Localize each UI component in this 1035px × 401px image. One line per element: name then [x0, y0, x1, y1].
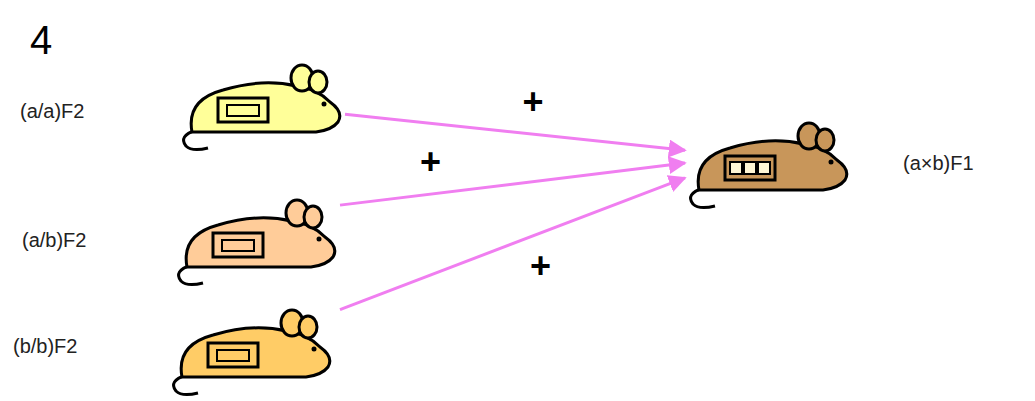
chromosome-box [213, 233, 263, 257]
mouse-node: (a/a)F2 [15, 60, 345, 152]
mouse-node: (b/b)F2 [10, 305, 340, 397]
gene-block [758, 162, 770, 174]
mouse-illustration [173, 195, 343, 287]
edge-label-holder: + [528, 248, 553, 284]
mouse-node: (a/b)F2 [15, 195, 340, 287]
chromosome-box [725, 156, 775, 180]
gene-block [222, 240, 254, 251]
mouse-eye [312, 347, 317, 352]
figure-number: 4 [30, 18, 52, 63]
gene-block [227, 105, 259, 116]
plus-sign: + [520, 84, 545, 120]
genotype-label: (a×b)F1 [903, 152, 974, 175]
arrow [340, 178, 685, 310]
chromosome-box [218, 98, 268, 122]
gene-block [730, 162, 742, 174]
genotype-label: (b/b)F2 [13, 335, 77, 358]
genotype-label: (a/b)F2 [22, 229, 86, 252]
mouse-ear [299, 316, 317, 338]
plus-sign: + [418, 144, 443, 180]
mouse-illustration [168, 305, 338, 397]
mouse-ear [816, 129, 834, 151]
mouse-eye [322, 102, 327, 107]
gene-block [217, 350, 249, 361]
mouse-eye [317, 237, 322, 242]
edge-label-holder: + [520, 84, 545, 120]
chromosome-box [208, 343, 258, 367]
mouse-node: (a×b)F1 [685, 118, 1030, 210]
mouse-illustration [178, 60, 348, 152]
mouse-ear [304, 206, 322, 228]
mouse-ear [309, 71, 327, 93]
mouse-eye [829, 160, 834, 165]
plus-sign: + [528, 248, 553, 284]
gene-block [744, 162, 756, 174]
genotype-label: (a/a)F2 [20, 100, 84, 123]
mouse-illustration [685, 118, 855, 210]
label-holder: 4 [30, 18, 52, 63]
arrow [345, 114, 685, 150]
edge-label-holder: + [418, 144, 443, 180]
